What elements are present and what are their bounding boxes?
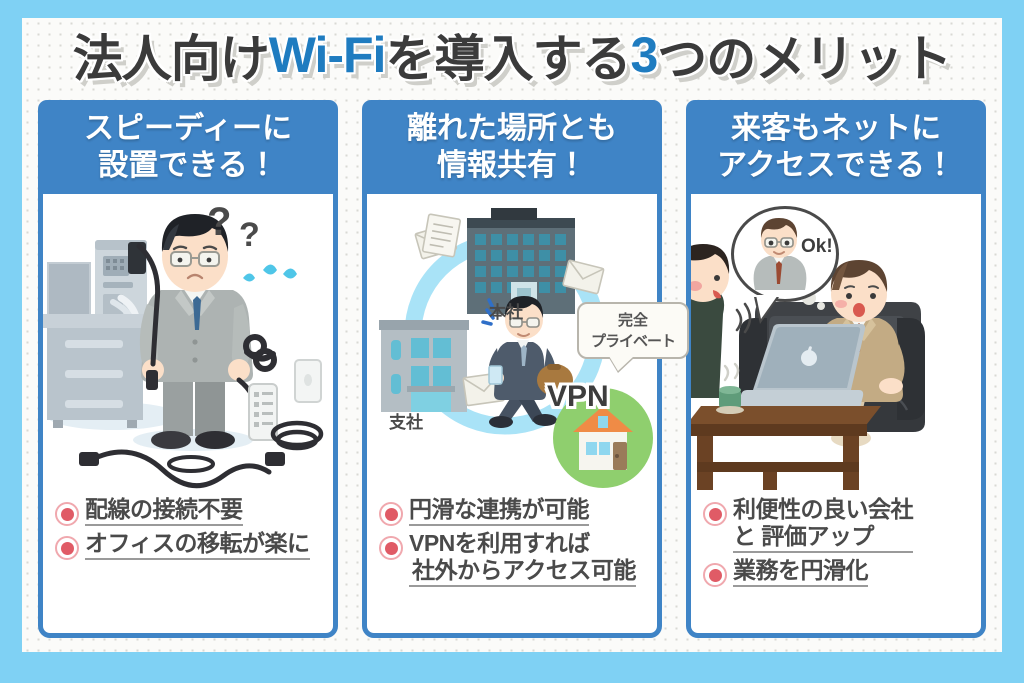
list-item: 業務を円滑化 (703, 557, 971, 588)
headquarters-branch-vpn-network-illustration (379, 208, 653, 488)
list-item: オフィスの移転が楽に (55, 530, 323, 561)
card-3-bullet-1-line-2: と 評価アップ (733, 523, 913, 554)
card-3-bullet-list: 利便性の良い会社 と 評価アップ 業務を円滑化 (691, 490, 981, 638)
card-2-illustration: 本社 支社 VPN 完全 プライベート (367, 194, 689, 490)
card-1-bullet-list: 配線の接続不要 オフィスの移転が楽に (43, 490, 333, 638)
list-item: 円滑な連携が可能 (379, 496, 647, 527)
list-item: VPNを利用すれば 社外からアクセス可能 (379, 530, 647, 588)
question-mark-icon-2: ? (239, 216, 260, 254)
card-1-body: ? ? 配線の接続不要 オフィスの移転が楽に (43, 194, 333, 638)
card-3-header-line-1: 来客もネットに (731, 112, 941, 146)
card-1-illustration: ? ? (43, 194, 333, 490)
office-worker-tangled-cables-illustration (43, 214, 324, 489)
list-item: 利便性の良い会社 と 評価アップ (703, 496, 971, 554)
bullet-dot-icon (55, 536, 79, 561)
benefit-card-3: 来客もネットに アクセスできる！ (686, 100, 986, 638)
callout-line-1: 完全 (617, 312, 648, 329)
card-3-bullet-1-line-1: 利便性の良い会社 (733, 496, 914, 522)
label-branch: 支社 (389, 413, 423, 432)
card-1-bullet-1-line-1: 配線の接続不要 (85, 496, 243, 527)
card-3-illustration: Ok! (691, 194, 981, 490)
card-2-bullet-list: 円滑な連携が可能 VPNを利用すれば 社外からアクセス可能 (367, 490, 657, 638)
bullet-dot-icon (379, 502, 403, 526)
thought-bubble-person-icon (753, 218, 807, 290)
benefit-card-2: 離れた場所とも 情報共有！ (362, 100, 689, 638)
card-2-bullet-2-line-1: VPNを利用すれば (409, 530, 590, 557)
bullet-dot-icon (703, 502, 727, 526)
label-headquarters: 本社 (489, 303, 523, 322)
card-3-bullet-2-line-1: 業務を円滑化 (733, 557, 869, 588)
card-3-header-line-2: アクセスできる！ (717, 148, 955, 182)
card-2-header: 離れた場所とも 情報共有！ (362, 100, 662, 194)
card-2-header-line-1: 離れた場所とも (407, 112, 617, 146)
bullet-dot-icon (379, 536, 403, 561)
card-3-header: 来客もネットに アクセスできる！ (686, 100, 986, 194)
card-1-bullet-2-line-1: オフィスの移転が楽に (85, 530, 310, 561)
card-2-bullet-2-line-2: 社外からアクセス可能 (409, 557, 636, 588)
ok-text-label: Ok! (801, 236, 833, 257)
card-3-body: Ok! 利便性の良い会社 と 評価アップ 業務を円滑化 (691, 194, 981, 638)
benefit-card-1: スピーディーに 設置できる！ (38, 100, 338, 638)
bullet-dot-icon (55, 502, 79, 526)
card-1-header-line-2: 設置できる！ (98, 148, 278, 182)
card-1-header: スピーディーに 設置できる！ (38, 100, 338, 194)
guest-using-laptop-on-sofa-illustration (691, 244, 925, 490)
bullet-dot-icon (703, 563, 727, 588)
list-item: 配線の接続不要 (55, 496, 323, 527)
card-2-header-line-2: 情報共有！ (437, 148, 587, 182)
card-1-header-line-1: スピーディーに (84, 112, 292, 146)
question-mark-icon-1: ? (207, 200, 232, 244)
card-2-body: 本社 支社 VPN 完全 プライベート 円滑な連携が可能 (367, 194, 689, 638)
label-vpn: VPN (547, 380, 609, 413)
private-connection-callout: 完全 プライベート (577, 302, 689, 359)
callout-line-2: プライベート (590, 333, 676, 350)
card-2-bullet-1-line-1: 円滑な連携が可能 (409, 496, 590, 527)
